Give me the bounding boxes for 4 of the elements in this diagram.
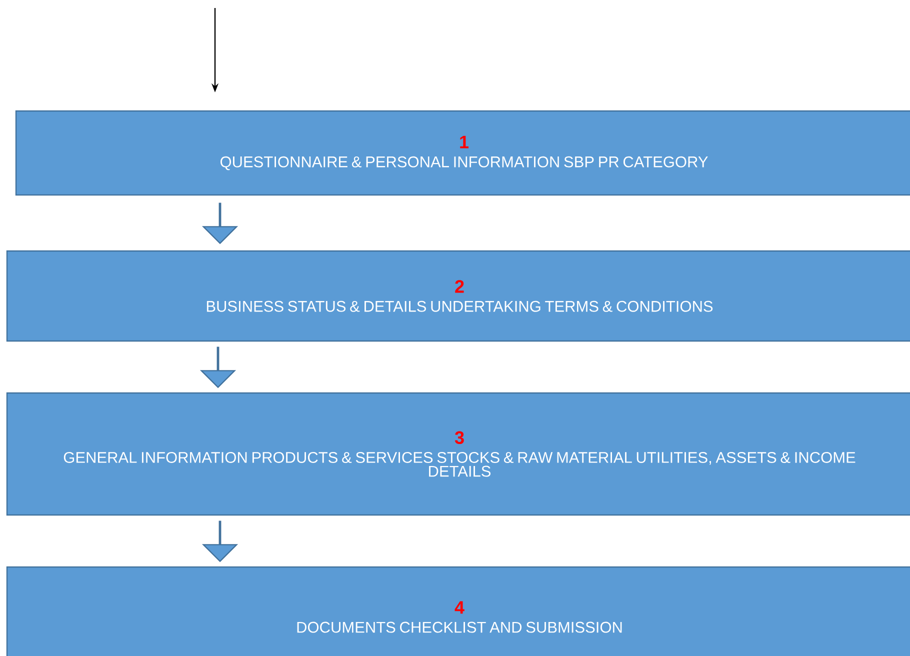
process-box: 1 QUESTIONNAIRE & PERSONAL INFORMATION SBP PR CATEGORY bbox=[15, 110, 910, 196]
process-box: 3 GENERAL INFORMATION PRODUCTS & SERVICES STOCKS & RAW MATERIAL UTILITIES, ASSETS & INCOME DETAILS bbox=[6, 392, 910, 516]
process-box: 2 BUSINESS STATUS & DETAILS UNDERTAKING TERMS & CONDITIONS bbox=[6, 250, 910, 342]
process-box: 4 DOCUMENTS CHECKLIST AND SUBMISSION bbox=[6, 566, 910, 656]
